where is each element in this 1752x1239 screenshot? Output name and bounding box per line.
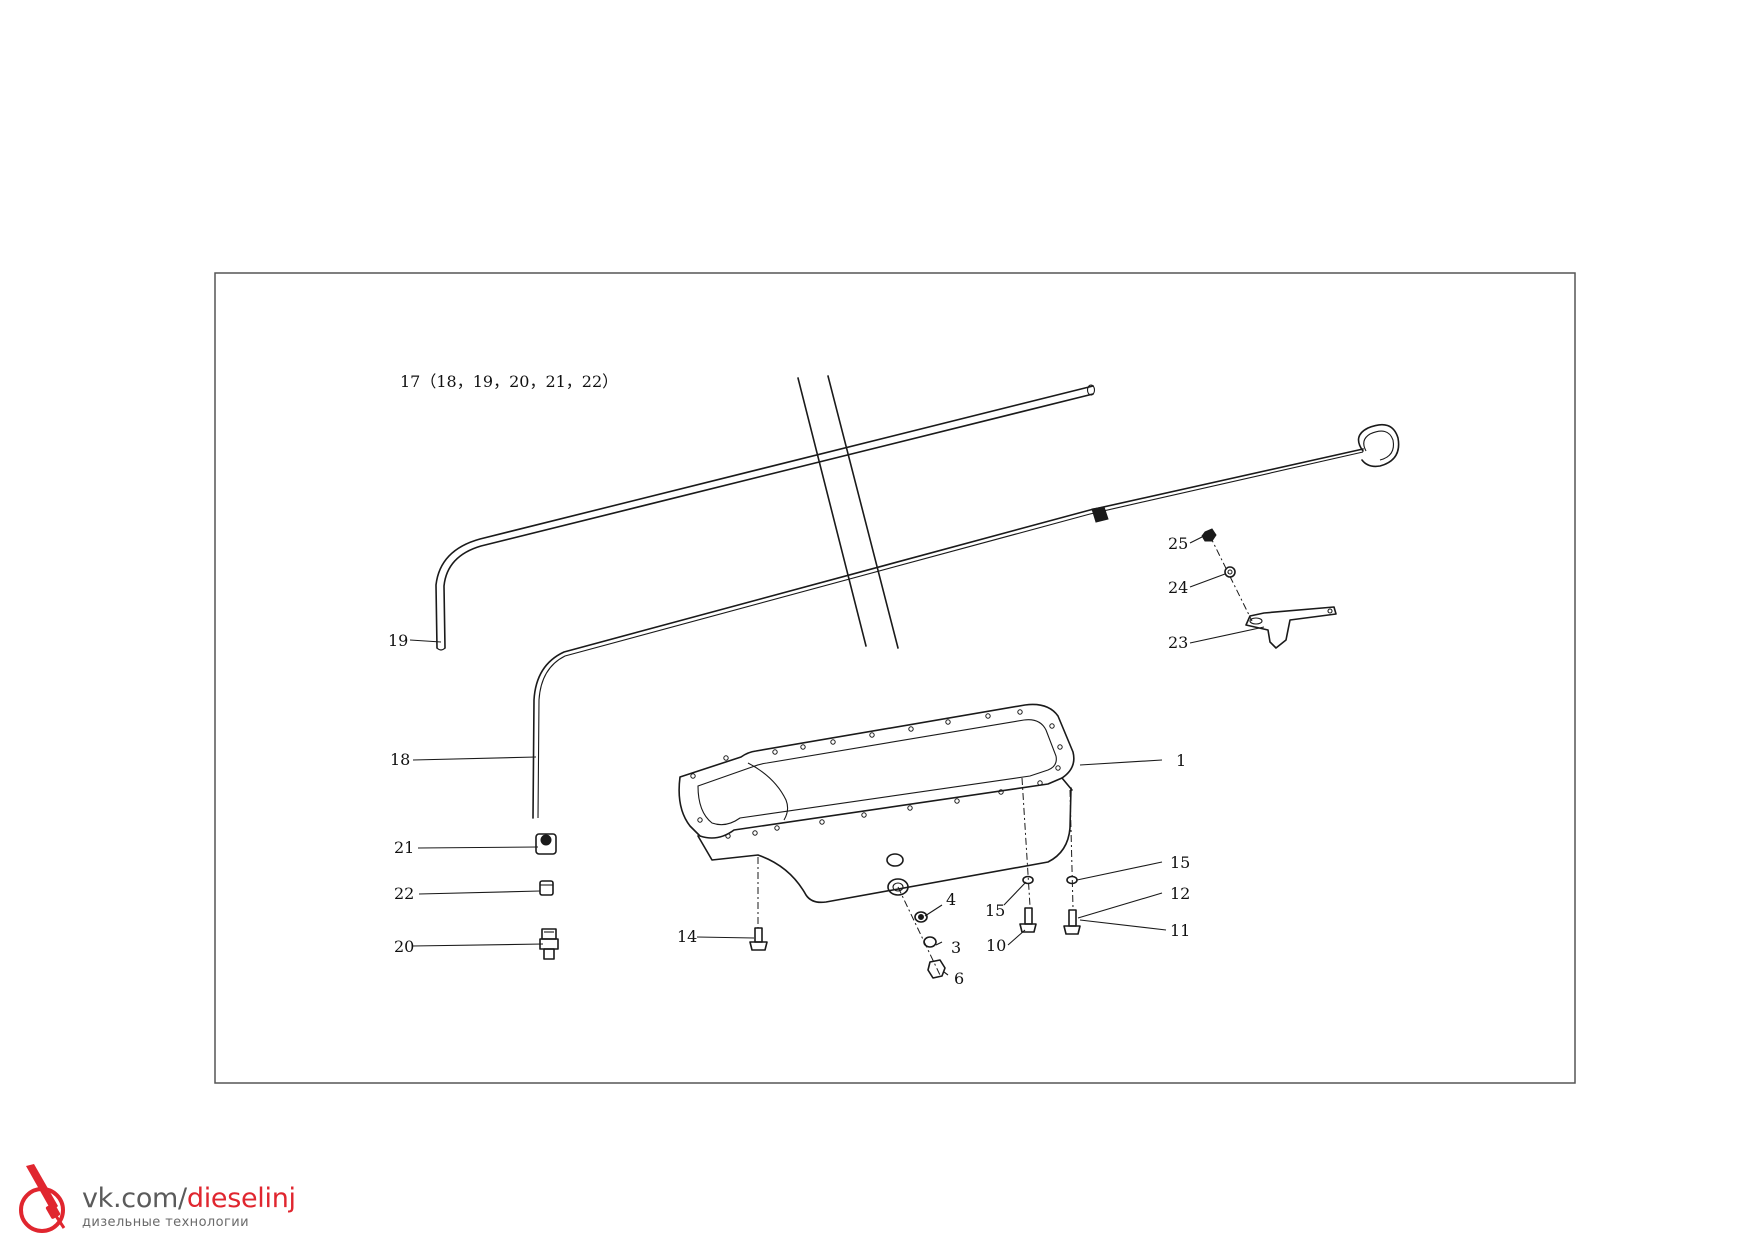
callout-15-left: 15: [985, 901, 1005, 920]
tube-nut: [535, 833, 557, 855]
pan-bolt-14: [749, 857, 768, 951]
dipstick: [532, 423, 1400, 819]
callout-11: 11: [1170, 921, 1190, 940]
pan-bolt-10: [1019, 777, 1037, 933]
ferrule: [539, 880, 554, 896]
callout-6: 6: [954, 969, 964, 988]
oil-pan: [678, 703, 1075, 904]
callout-18: 18: [390, 750, 410, 769]
brand-tagline: дизельные технологии: [82, 1215, 249, 1230]
dipstick-bracket: [1245, 606, 1337, 649]
dipstick-tube: [435, 384, 1096, 651]
assembly-group-label: 17（18，19，20，21，22）: [400, 372, 618, 391]
callout-4: 4: [946, 890, 956, 909]
leader-lines: [409, 536, 1265, 976]
cut-band: [797, 375, 899, 649]
callout-22: 22: [394, 884, 414, 903]
bracket-nut: [1201, 528, 1217, 542]
callout-15-right: 15: [1170, 853, 1190, 872]
brand-site-prefix: vk.com/: [82, 1183, 187, 1214]
diesel-injector-logo-icon: [19, 1164, 66, 1233]
callout-3: 3: [951, 938, 961, 957]
brand-link[interactable]: vk.com/dieselinj: [82, 1183, 296, 1214]
callout-19: 19: [388, 631, 408, 650]
callout-21: 21: [394, 838, 414, 857]
pan-bolt-11: [1063, 789, 1081, 935]
callout-24: 24: [1168, 578, 1188, 597]
flange-bolt-holes: [690, 709, 1063, 839]
drain-plug-assembly: [897, 886, 946, 979]
callout-1: 1: [1176, 751, 1186, 770]
callout-23: 23: [1168, 633, 1188, 652]
drawing-frame: [214, 272, 1576, 1084]
callout-10: 10: [986, 936, 1006, 955]
callout-14: 14: [677, 927, 697, 946]
callout-12: 12: [1170, 884, 1190, 903]
callout-25: 25: [1168, 534, 1188, 553]
callout-20: 20: [394, 937, 414, 956]
callout-labels: 1 3 4 6 10 11 12 14 15 15 18 19 20 21 22…: [388, 534, 1190, 988]
brand-site-name: dieselinj: [186, 1183, 296, 1214]
